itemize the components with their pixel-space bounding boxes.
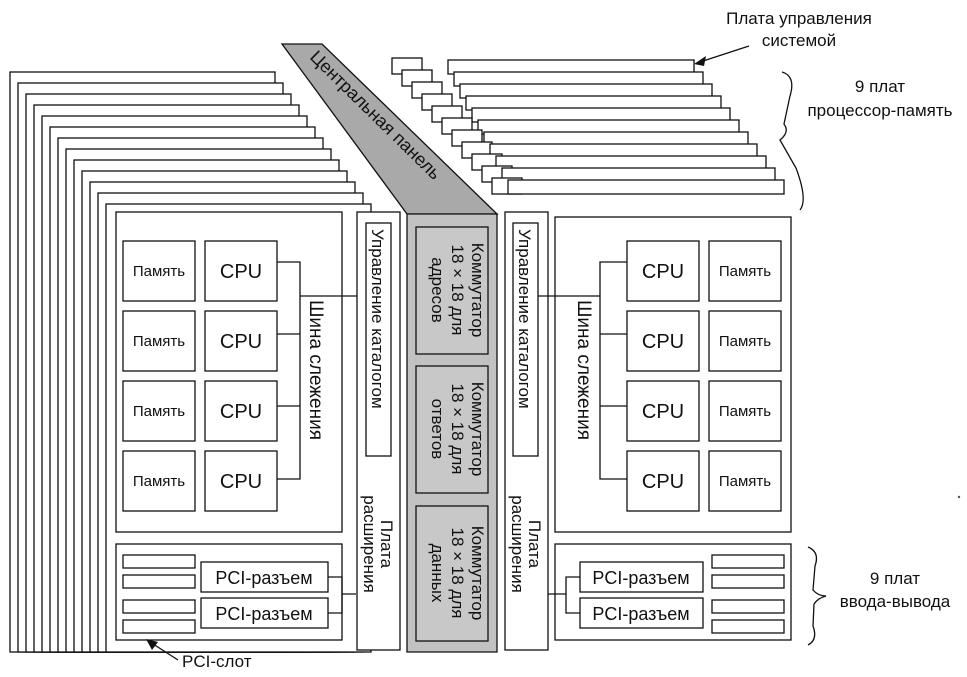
right-directory-label: Управление каталогом	[515, 229, 534, 409]
left-expansion-line2: расширения	[360, 495, 379, 593]
system-board-callout: Плата управления системой	[694, 9, 872, 66]
right-pci-area: PCI-разъем PCI-разъем	[548, 554, 785, 634]
left-snoop-bus-lines	[277, 261, 366, 480]
cpu-memory-count-line1: 9 плат	[855, 77, 905, 96]
switch-data: Коммутатор 18 × 18 для данных	[415, 505, 489, 642]
left-memory-2: Память	[133, 333, 185, 350]
switch-address-line3: адресов	[428, 257, 447, 322]
left-snoop-bus-label: Шина слежения	[305, 300, 326, 440]
right-cpu-4: CPU	[642, 471, 684, 493]
left-directory-box	[365, 222, 392, 457]
left-expansion-line1: Плата	[377, 520, 396, 569]
right-expansion-line1: Плата	[525, 520, 544, 569]
left-pci-connector-2: PCI-разъем	[215, 604, 312, 624]
system-board-label-line1: Плата управления	[726, 9, 872, 28]
io-count-line2: ввода-вывода	[840, 592, 951, 611]
io-count-line1: 9 плат	[870, 569, 920, 588]
right-board-stack	[391, 57, 785, 195]
left-memory-cpu-group: Память Память Память Память CPU CPU CPU …	[122, 240, 278, 512]
left-pci-connector-1: PCI-разъем	[215, 568, 312, 588]
left-cpu-1: CPU	[220, 261, 262, 283]
left-expansion-board: Управление каталогом Плата расширения	[356, 211, 401, 651]
switch-response: Коммутатор 18 × 18 для ответов	[415, 365, 489, 494]
left-pci-area: PCI-разъем PCI-разъем	[122, 554, 356, 634]
switch-data-line1: Коммутатор	[468, 526, 487, 621]
right-snoop-bus-lines	[538, 261, 627, 480]
right-memory-2: Память	[719, 333, 771, 350]
left-cpu-3: CPU	[220, 401, 262, 423]
right-memory-cpu-group: CPU CPU CPU CPU Память Память Память Пам…	[626, 240, 782, 512]
right-expansion-line2: расширения	[508, 495, 527, 593]
arrow-icon	[146, 639, 158, 650]
right-memory-4: Память	[719, 473, 771, 490]
io-count-callout: 9 плат ввода-вывода	[807, 546, 951, 646]
cpu-memory-count-callout: 9 плат процессор-память	[779, 71, 953, 211]
switch-response-line2: 18 × 18 для	[448, 384, 467, 475]
arrow-icon	[694, 56, 706, 66]
switch-address-line2: 18 × 18 для	[448, 245, 467, 336]
right-memory-3: Память	[719, 403, 771, 420]
pci-slot-label: PCI-слот	[182, 652, 252, 671]
right-cpu-3: CPU	[642, 401, 684, 423]
switch-data-line2: 18 × 18 для	[448, 528, 467, 619]
cpu-memory-count-line2: процессор-память	[807, 101, 952, 120]
right-pci-connector-1: PCI-разъем	[592, 568, 689, 588]
right-snoop-bus-label: Шина слежения	[573, 300, 594, 440]
left-memory-3: Память	[133, 403, 185, 420]
left-cpu-2: CPU	[220, 331, 262, 353]
right-cpu-2: CPU	[642, 331, 684, 353]
switch-response-line1: Коммутатор	[468, 382, 487, 477]
right-memory-1: Память	[719, 263, 771, 280]
left-memory-1: Память	[133, 263, 185, 280]
right-cpu-1: CPU	[642, 261, 684, 283]
pci-slot-callout: PCI-слот	[146, 639, 252, 671]
left-directory-label: Управление каталогом	[368, 229, 387, 409]
left-memory-4: Память	[133, 473, 185, 490]
left-front-board: Память Память Память Память CPU CPU CPU …	[115, 211, 366, 641]
stray-dot	[957, 495, 961, 499]
right-pci-connector-2: PCI-разъем	[592, 604, 689, 624]
switch-response-line3: ответов	[428, 399, 447, 460]
right-directory-box	[512, 222, 539, 457]
system-board-label-line2: системой	[762, 31, 836, 50]
right-expansion-board: Управление каталогом Плата расширения	[504, 211, 549, 651]
switch-data-line3: данных	[428, 544, 447, 603]
switch-address: Коммутатор 18 × 18 для адресов	[415, 226, 489, 355]
switch-address-line1: Коммутатор	[468, 243, 487, 338]
right-back-board	[507, 179, 785, 195]
left-cpu-4: CPU	[220, 471, 262, 493]
right-front-board: CPU CPU CPU CPU Память Память Память Пам…	[538, 216, 792, 641]
